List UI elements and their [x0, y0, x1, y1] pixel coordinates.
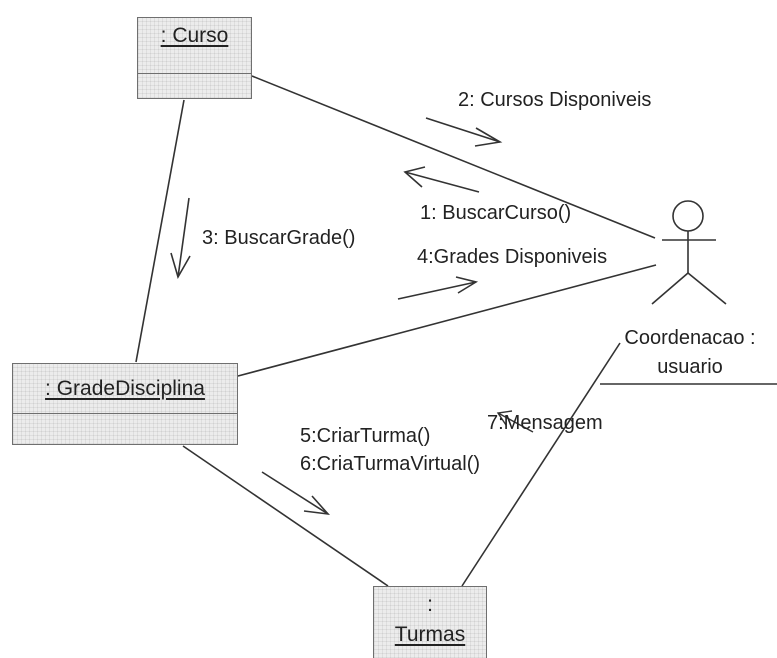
actor-stick-figure: [651, 200, 727, 305]
object-curso-compartment: [138, 73, 251, 98]
message-3-label: 3: BuscarGrade(): [202, 227, 356, 249]
message-5-label: 5:CriarTurma(): [300, 425, 431, 447]
object-gradedisciplina-compartment: [13, 413, 237, 444]
arrow-m7: [496, 410, 534, 433]
arrow-m2: [425, 117, 503, 147]
message-7-label: 7:Mensagem: [487, 412, 603, 434]
link-grade-actor: [237, 264, 657, 377]
message-1-label: 1: BuscarCurso(): [420, 202, 572, 224]
message-4-label: 4:Grades Disponiveis: [417, 246, 608, 268]
object-turmas-name: Turmas: [394, 623, 466, 646]
actor-name-line2: usuario: [657, 356, 723, 378]
link-curso-actor: [251, 75, 656, 239]
link-curso-grade: [135, 99, 185, 363]
arrow-m1: [403, 166, 480, 193]
message-2-label: 2: Cursos Disponiveis: [458, 89, 652, 111]
message-6-label: 6:CriaTurmaVirtual(): [300, 453, 481, 475]
object-gradedisciplina: : GradeDisciplina: [12, 363, 238, 445]
arrow-m3: [170, 197, 191, 280]
object-curso-name: : Curso: [160, 24, 229, 47]
object-turmas: : Turmas: [373, 586, 487, 658]
link-actor-turmas: [461, 342, 621, 587]
object-gradedisciplina-name: : GradeDisciplina: [45, 377, 205, 400]
arrow-m4: [397, 276, 479, 300]
link-grade-turmas: [182, 445, 389, 587]
object-curso: : Curso: [137, 17, 252, 99]
arrow-m5: [261, 471, 331, 516]
object-turmas-colon: :: [427, 593, 433, 616]
actor-name-line1: Coordenacao :: [624, 327, 756, 349]
